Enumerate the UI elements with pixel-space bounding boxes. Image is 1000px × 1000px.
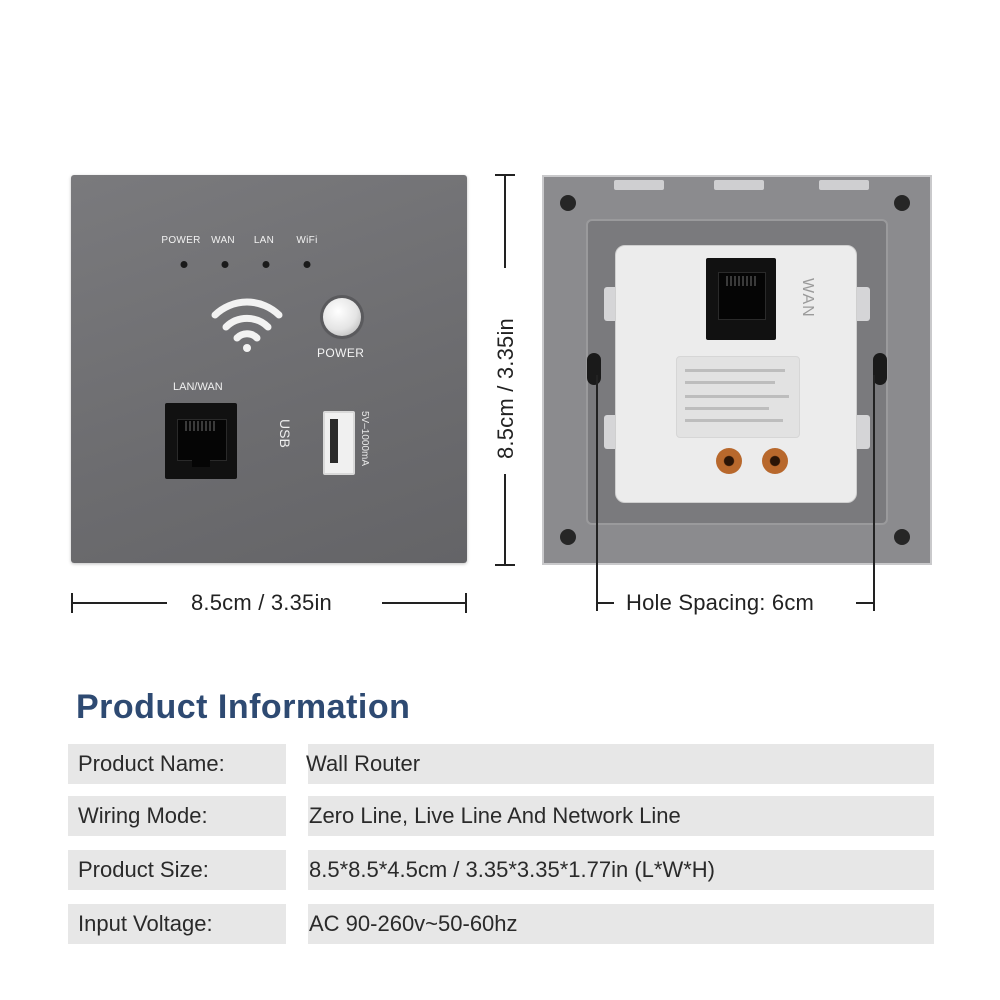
led-label-lan: LAN — [253, 235, 275, 246]
screw-hole-top-left — [560, 195, 576, 211]
wifi-icon — [211, 298, 283, 352]
info-label: Input Voltage: — [78, 911, 213, 936]
hole-spacing-line-left — [596, 602, 614, 604]
info-label: Product Size: — [78, 857, 209, 882]
power-button-label: POWER — [317, 346, 365, 360]
hole-spacing-leader-right — [873, 375, 875, 611]
lan-wan-ethernet-port — [165, 403, 237, 479]
terminal-neutral — [716, 448, 742, 474]
info-row-input-voltage: Input Voltage: AC 90-260v~50-60hz — [68, 904, 934, 944]
product-info-title: Product Information — [76, 688, 411, 726]
height-dimension-line-bottom — [504, 474, 506, 566]
screw-hole-bottom-left — [560, 529, 576, 545]
router-module: WAN — [615, 245, 857, 503]
info-row-product-name: Product Name: Wall Router — [68, 744, 934, 784]
front-panel-image: POWER WAN LAN WiFi POWER LAN/WAN USB 5V–… — [71, 175, 467, 563]
led-label-wifi: WiFi — [296, 235, 318, 246]
lan-wan-port-label: LAN/WAN — [173, 381, 223, 393]
hole-spacing-line-right — [856, 602, 874, 604]
hole-spacing-label: Hole Spacing: 6cm — [626, 590, 815, 615]
mounting-slot-left — [587, 353, 601, 385]
info-label: Wiring Mode: — [78, 803, 208, 828]
info-value: Wall Router — [306, 751, 421, 776]
spec-sticker — [676, 356, 800, 438]
info-value: Zero Line, Live Line And Network Line — [309, 803, 681, 828]
wan-ethernet-port — [706, 258, 776, 340]
width-dimension-label: 8.5cm / 3.35in — [191, 590, 332, 615]
usb-rating-text: 5V–1000mA — [359, 411, 370, 467]
info-row-wiring-mode: Wiring Mode: Zero Line, Live Line And Ne… — [68, 796, 934, 836]
power-button[interactable] — [323, 298, 361, 336]
screw-hole-top-right — [894, 195, 910, 211]
led-indicator-wifi — [303, 261, 311, 268]
terminal-live — [762, 448, 788, 474]
info-value: AC 90-260v~50-60hz — [309, 911, 518, 936]
screw-hole-bottom-right — [894, 529, 910, 545]
hole-spacing-leader-left — [596, 375, 598, 611]
width-dimension-line-left — [71, 602, 167, 604]
wan-port-label: WAN — [799, 278, 816, 318]
width-dimension-line-right — [382, 602, 467, 604]
led-indicator-lan — [262, 261, 270, 268]
mounting-slot-right — [873, 353, 887, 385]
height-dimension-tick-bottom — [495, 564, 515, 566]
info-label: Product Name: — [78, 751, 225, 776]
height-dimension-line-top — [504, 174, 506, 268]
height-dimension-label: 8.5cm / 3.35in — [493, 318, 518, 459]
info-value: 8.5*8.5*4.5cm / 3.35*3.35*1.77in (L*W*H) — [309, 857, 716, 882]
width-dimension-tick-right — [465, 593, 467, 613]
usb-port — [323, 411, 355, 475]
usb-port-label: USB — [277, 419, 293, 448]
led-label-wan: WAN — [211, 235, 235, 246]
info-row-product-size: Product Size: 8.5*8.5*4.5cm / 3.35*3.35*… — [68, 850, 934, 890]
led-indicator-wan — [221, 261, 229, 268]
led-label-power: POWER — [161, 235, 201, 246]
led-indicator-power — [180, 261, 188, 268]
